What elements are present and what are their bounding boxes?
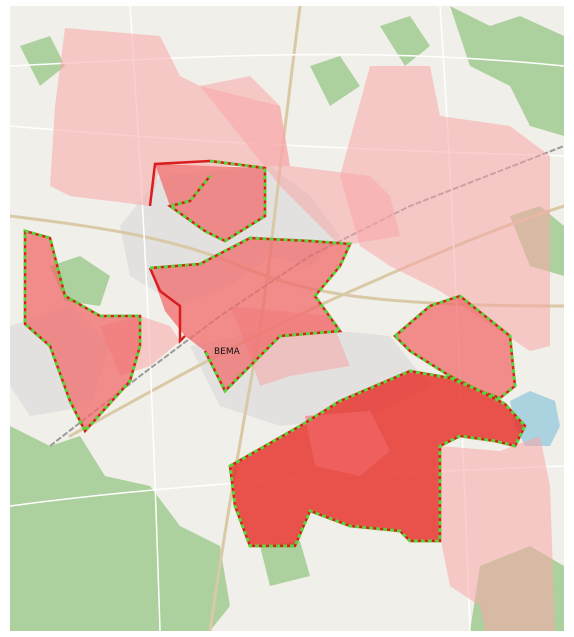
zone-north-wedge[interactable] bbox=[155, 164, 265, 241]
forest-area bbox=[310, 56, 360, 106]
zone-east[interactable] bbox=[395, 296, 515, 398]
district-label-bema: BEMA bbox=[214, 347, 241, 357]
zone-borders bbox=[23, 159, 527, 548]
map-canvas[interactable]: BEMA bbox=[10, 6, 564, 631]
forest-area bbox=[20, 36, 65, 86]
green-border-west-underlay bbox=[23, 229, 142, 434]
zone-south-east[interactable] bbox=[440, 436, 555, 631]
green-border-south bbox=[228, 369, 527, 548]
map-viewport[interactable]: BEMA bbox=[10, 6, 564, 631]
forest-area bbox=[380, 16, 430, 66]
zone-north-east[interactable] bbox=[340, 66, 550, 351]
green-border-north bbox=[166, 159, 267, 243]
zone-light-group bbox=[50, 28, 555, 631]
zone-central[interactable] bbox=[150, 238, 350, 391]
forest-areas bbox=[10, 6, 564, 631]
zone-west[interactable] bbox=[25, 231, 140, 431]
forest-area bbox=[450, 6, 564, 136]
green-border-east bbox=[392, 294, 517, 400]
forest-area bbox=[130, 561, 170, 606]
red-border-west bbox=[148, 267, 186, 345]
forest-area bbox=[10, 426, 230, 631]
green-border-central bbox=[149, 236, 353, 394]
zone-medium-group bbox=[25, 164, 515, 431]
zone-south-airfield bbox=[305, 411, 390, 476]
zone-north-west[interactable] bbox=[50, 28, 290, 206]
forest-area bbox=[260, 541, 310, 586]
